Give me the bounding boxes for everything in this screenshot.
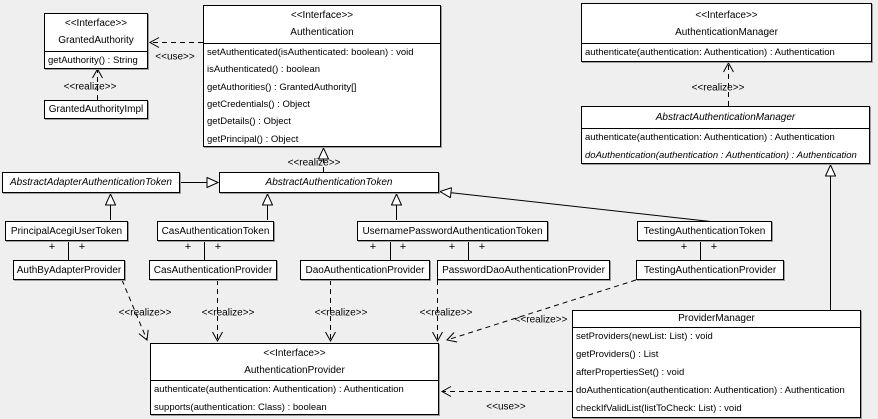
class-authentication[interactable]: <<Interface>> Authentication setAuthenti…	[203, 5, 441, 147]
realize-label: <<realize>>	[514, 314, 568, 326]
class-name: TestingAuthenticationProvider	[643, 264, 777, 276]
class-granted-authority-impl[interactable]: GrantedAuthorityImpl	[44, 100, 148, 119]
class-auth-by-adapter-provider[interactable]: AuthByAdapterProvider	[13, 260, 125, 280]
class-authentication-provider[interactable]: <<Interface>> AuthenticationProvider aut…	[150, 343, 439, 415]
class-principal-acegi-user-token[interactable]: PrincipalAcegiUserToken	[5, 221, 128, 241]
association-end-label: +	[399, 241, 407, 253]
method: getPrincipal() : Object	[207, 133, 299, 145]
method: getAuthorities() : GrantedAuthority[]	[207, 81, 357, 93]
method: doAuthentication(authentication: Authent…	[576, 385, 845, 396]
use-label: <<use>>	[155, 51, 195, 63]
class-provider-manager[interactable]: ProviderManager setProviders(newList: Li…	[572, 310, 861, 418]
class-name: AbstractAdapterAuthenticationToken	[10, 177, 172, 188]
class-name: UsernamePasswordAuthenticationToken	[362, 225, 543, 237]
class-name: CasAuthenticationProvider	[153, 264, 273, 276]
class-name: AuthenticationProvider	[244, 365, 345, 376]
class-name: AuthByAdapterProvider	[16, 264, 122, 276]
method: checkIfValidList(listToCheck: List) : vo…	[576, 403, 742, 414]
realize-label: <<realize>>	[201, 307, 255, 319]
class-name: Authentication	[290, 27, 354, 38]
edge-gen-testingauthenticationtoken	[440, 192, 716, 223]
use-label: <<use>>	[486, 401, 526, 413]
method: getAuthority() : String	[48, 55, 138, 66]
stereotype: <<Interface>>	[263, 348, 326, 359]
association-end-label: +	[369, 241, 377, 253]
class-granted-authority[interactable]: <<Interface>> GrantedAuthority getAuthor…	[44, 13, 148, 69]
method: authenticate(authentication: Authenticat…	[585, 132, 835, 143]
class-testing-authentication-token[interactable]: TestingAuthenticationToken	[637, 221, 772, 241]
association-end-label: +	[48, 241, 56, 253]
association-end-label: +	[478, 241, 486, 253]
method: getProviders() : List	[576, 349, 659, 360]
class-cas-authentication-token[interactable]: CasAuthenticationToken	[157, 221, 274, 241]
class-testing-authentication-provider[interactable]: TestingAuthenticationProvider	[636, 260, 784, 280]
method: getDetails() : Object	[207, 116, 291, 128]
class-abstract-authentication-manager[interactable]: AbstractAuthenticationManager authentica…	[581, 106, 870, 164]
method: afterPropertiesSet() : void	[576, 367, 685, 378]
class-name: PasswordDaoAuthenticationProvider	[442, 264, 605, 276]
class-abstract-authentication-token[interactable]: AbstractAuthenticationToken	[219, 172, 439, 193]
realize-label: <<realize>>	[691, 82, 745, 94]
association-end-label: +	[680, 241, 688, 253]
realize-label: <<realize>>	[63, 81, 117, 93]
realize-label: <<realize>>	[314, 307, 368, 319]
class-name: GrantedAuthorityImpl	[48, 104, 144, 115]
class-name: AuthenticationManager	[675, 27, 778, 38]
method: isAuthenticated() : boolean	[207, 64, 321, 76]
association-end-label: +	[184, 241, 192, 253]
method: authenticate(authentication: Authenticat…	[585, 47, 835, 58]
method: authenticate(authentication: Authenticat…	[154, 384, 404, 395]
class-name: DaoAuthenticationProvider	[305, 264, 425, 276]
realize-label: <<realize>>	[118, 307, 172, 319]
stereotype: <<Interface>>	[695, 10, 758, 21]
edge-realize-testingauthenticationprovider	[446, 279, 637, 343]
class-abstract-adapter-authentication-token[interactable]: AbstractAdapterAuthenticationToken	[2, 172, 180, 193]
class-dao-authentication-provider[interactable]: DaoAuthenticationProvider	[300, 260, 430, 280]
class-name: ProviderManager	[573, 311, 860, 328]
edge-realize-authbyadapterprovider	[121, 279, 149, 341]
stereotype: <<Interface>>	[290, 10, 354, 21]
class-authentication-manager[interactable]: <<Interface>> AuthenticationManager auth…	[581, 3, 872, 62]
class-username-password-authentication-token[interactable]: UsernamePasswordAuthenticationToken	[357, 221, 548, 241]
association-end-label: +	[710, 241, 718, 253]
class-name: AbstractAuthenticationManager	[582, 107, 869, 129]
class-password-dao-authentication-provider[interactable]: PasswordDaoAuthenticationProvider	[437, 260, 610, 280]
class-name: CasAuthenticationToken	[161, 225, 270, 237]
class-cas-authentication-provider[interactable]: CasAuthenticationProvider	[149, 260, 277, 280]
association-end-label: +	[448, 241, 456, 253]
method: setProviders(newList: List) : void	[576, 331, 713, 342]
method-abstract: doAuthentication(authentication : Authen…	[585, 149, 857, 161]
association-end-label: +	[214, 241, 222, 253]
method: supports(authentication: Class) : boolea…	[154, 401, 327, 413]
method: setAuthenticated(isAuthenticated: boolea…	[207, 47, 414, 58]
class-name: PrincipalAcegiUserToken	[10, 225, 123, 237]
class-name: TestingAuthenticationToken	[643, 225, 766, 237]
realize-label: <<realize>>	[419, 307, 473, 319]
association-end-label: +	[78, 241, 86, 253]
class-name: GrantedAuthority	[58, 35, 134, 46]
class-name: AbstractAuthenticationToken	[265, 177, 393, 188]
stereotype: <<Interface>>	[64, 18, 128, 29]
realize-label: <<realize>>	[287, 157, 341, 169]
method: getCredentials() : Object	[207, 98, 310, 110]
